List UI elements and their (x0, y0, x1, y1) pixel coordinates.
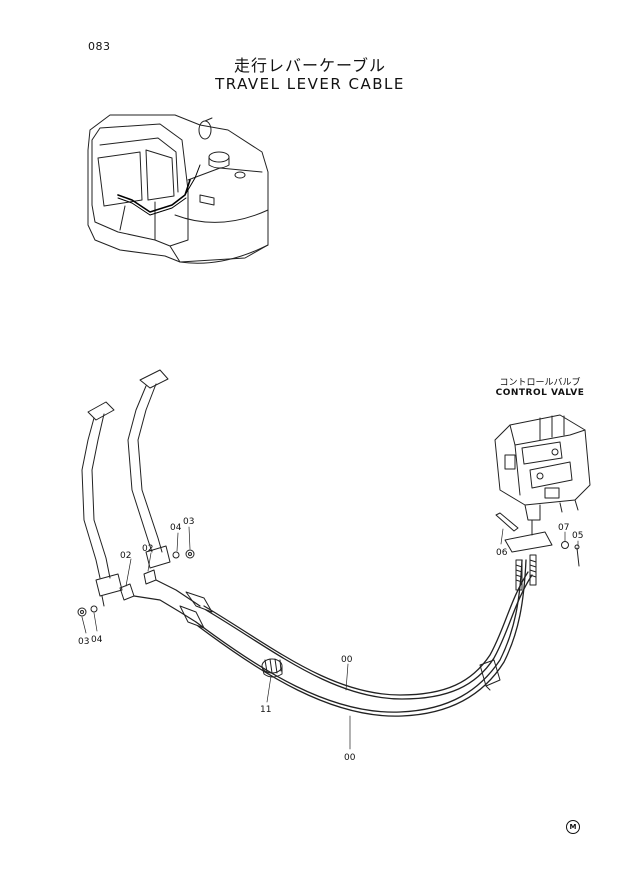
manufacturer-mark: M (566, 820, 580, 834)
machine-cable-highlight (117, 179, 191, 213)
bolt-06 (495, 512, 519, 532)
callout-leader-lines (81, 526, 579, 750)
machine-cab-outline (91, 123, 189, 247)
callout-02-right: 02 (142, 544, 153, 554)
page-number: 083 (88, 40, 111, 53)
callout-numbers: 02 02 04 03 03 04 00 00 11 06 07 05 (78, 517, 583, 763)
left-travel-lever (81, 401, 123, 607)
callout-05: 05 (572, 531, 583, 541)
callout-04-left: 04 (91, 635, 103, 645)
callout-11: 11 (260, 705, 271, 715)
callout-04-right: 04 (170, 523, 182, 533)
travel-cable-assemblies (133, 531, 553, 717)
washer-nut-parts (77, 549, 195, 617)
clevis-ends (119, 569, 157, 601)
callout-07: 07 (558, 523, 569, 533)
cable-mounting-plate (504, 531, 553, 553)
pin-05 (576, 547, 580, 567)
callout-03-right: 03 (183, 517, 194, 527)
control-valve-label-japanese: コントロールバルブ (499, 378, 581, 388)
machine-tank-part (208, 151, 230, 163)
page-title-english: TRAVEL LEVER CABLE (215, 75, 405, 93)
control-valve-drawing (494, 414, 591, 536)
callout-00-upper: 00 (341, 655, 353, 665)
machine-body-outline (87, 114, 269, 263)
callout-03-left: 03 (78, 637, 89, 647)
callout-06: 06 (496, 548, 508, 558)
page-title-japanese: 走行レバーケーブル (233, 56, 387, 75)
valve-hardware (495, 512, 580, 567)
control-valve-label-english: CONTROL VALVE (495, 388, 585, 398)
cable-bracket (479, 659, 501, 687)
machine-overview-sketch (87, 114, 269, 264)
callout-02-left: 02 (120, 551, 131, 561)
right-travel-lever (127, 369, 171, 569)
callout-00-lower: 00 (344, 753, 356, 763)
